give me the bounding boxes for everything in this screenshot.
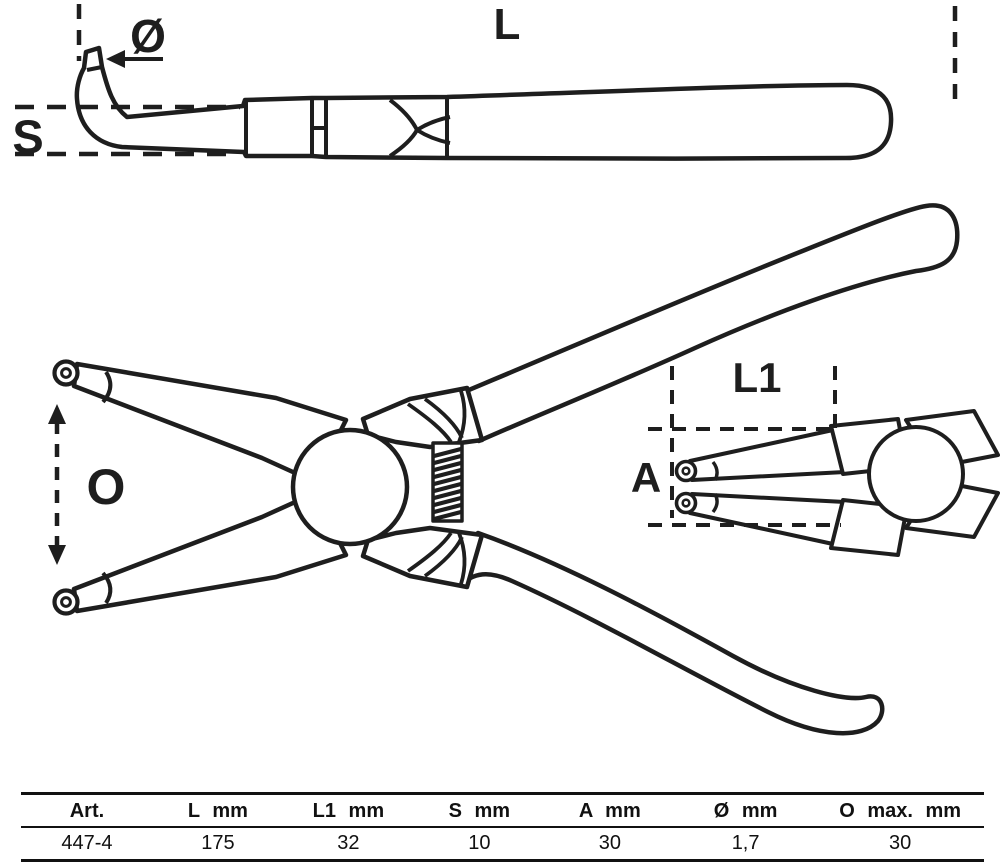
- side-view-detail-lines: [86, 65, 451, 158]
- detail-lower-tip-circle: [674, 491, 698, 515]
- spec-header-a: A mm: [578, 800, 641, 822]
- detail-lower-tip-pin: [681, 498, 691, 508]
- spec-header-art: Art.: [69, 800, 105, 822]
- spec-value-l1: 32: [337, 832, 360, 854]
- spec-header-l1: L1 mm: [312, 800, 385, 822]
- lower-jaw-nose-arc: [101, 571, 113, 605]
- lower-arm-curves: [406, 531, 467, 585]
- spec-value-o-max: 30: [889, 832, 912, 854]
- detail-pivot-circle: [867, 425, 965, 523]
- upper-tip-circle: [52, 359, 80, 387]
- diameter-arrowhead: [106, 50, 125, 68]
- circlip-pliers-drawing: Ø S L O: [12, 0, 1000, 736]
- spec-table-header-row: Art. L mm L1 mm S mm A mm Ø mm O max. mm: [21, 795, 984, 828]
- pliers-closed-detail-view: [648, 366, 1000, 557]
- spec-value-s: 10: [468, 832, 491, 854]
- detail-dashed-lines: [648, 366, 841, 527]
- spec-table: Art. L mm L1 mm S mm A mm Ø mm O max. mm…: [21, 792, 984, 862]
- label-length: L: [494, 0, 521, 49]
- lower-tip-pin: [60, 596, 72, 608]
- spec-header-l: L mm: [187, 800, 248, 822]
- upper-tip-pin: [60, 367, 72, 379]
- upper-handle: [461, 203, 960, 444]
- spec-value-l: 175: [201, 832, 235, 854]
- opening-arrowhead-down: [48, 545, 66, 565]
- opening-arrowhead-up: [48, 404, 66, 424]
- spec-header-s: S mm: [448, 800, 511, 822]
- pliers-open-view: [52, 203, 960, 736]
- label-jaw-length: L1: [732, 354, 781, 401]
- label-opening: O: [87, 459, 126, 515]
- upper-jaw-nose-arc: [101, 370, 113, 404]
- detail-upper-jaw: [688, 428, 847, 482]
- detail-upper-tip-pin: [681, 466, 691, 476]
- label-diameter: Ø: [130, 10, 166, 62]
- spring: [431, 441, 464, 523]
- spec-value-art: 447-4: [61, 832, 113, 854]
- lower-handle: [459, 530, 885, 736]
- spec-value-a: 30: [598, 832, 621, 854]
- label-thickness: S: [12, 110, 43, 163]
- spec-header-diameter: Ø mm: [713, 800, 778, 822]
- lower-tip-circle: [52, 588, 80, 616]
- detail-nose-arcs: [711, 460, 719, 514]
- label-tip: A: [631, 454, 661, 501]
- detail-lower-jaw: [688, 492, 847, 546]
- spec-table-value-row: 447-4 175 32 10 30 1,7 30: [21, 828, 984, 859]
- spec-value-diameter: 1,7: [731, 832, 760, 854]
- side-view-body: [74, 45, 894, 161]
- upper-arm-curves: [406, 390, 467, 444]
- opening-dimension: [48, 404, 66, 565]
- diameter-arrow: [106, 50, 163, 68]
- spec-header-o-max: O max. mm: [839, 800, 962, 822]
- pliers-side-view: [74, 45, 894, 161]
- pivot-circle: [290, 427, 410, 547]
- detail-upper-tip-circle: [674, 459, 698, 483]
- side-view-dimensions: [15, 4, 958, 157]
